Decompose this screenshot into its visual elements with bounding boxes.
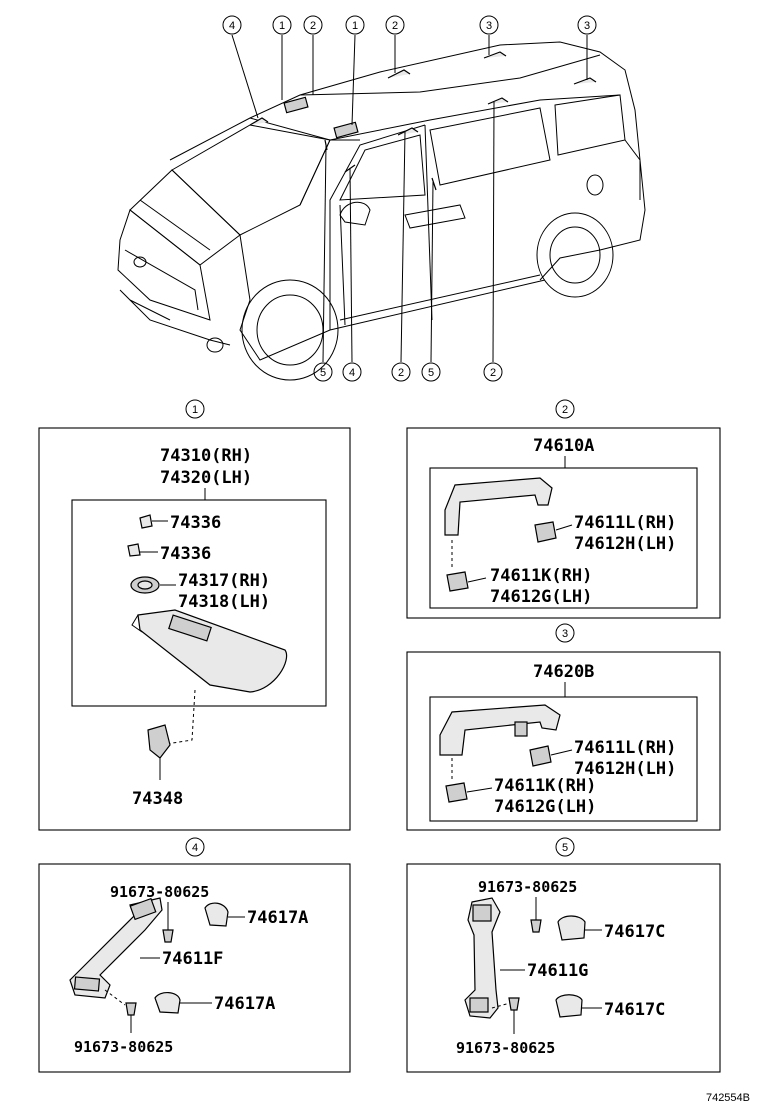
vehicle-callouts-top: 4 1 2 1 2 3 3 xyxy=(222,15,597,35)
sub-frame xyxy=(429,696,698,822)
callout-marker: 5 xyxy=(313,362,333,382)
part-number: 74318(LH) xyxy=(178,592,270,612)
section-4-grip: 4 91673-80625 74617A 74611F 74617A 91673… xyxy=(38,837,351,1073)
cap-icon xyxy=(446,571,469,592)
callout-marker: 2 xyxy=(483,362,503,382)
svg-text:1: 1 xyxy=(279,20,285,32)
sub-frame xyxy=(429,467,698,609)
cap-icon xyxy=(445,782,468,803)
part-number: 74620B xyxy=(533,662,594,682)
svg-text:5: 5 xyxy=(320,367,326,379)
section-marker: 3 xyxy=(555,623,575,643)
section-frame xyxy=(38,427,351,831)
section-2-assist-grip: 2 74610A 74611L(RH) 74612H(LH) 74611K(RH… xyxy=(406,399,721,619)
cover-icon xyxy=(154,992,181,1014)
svg-text:2: 2 xyxy=(392,20,398,32)
part-number: 91673-80625 xyxy=(74,1038,173,1056)
section-marker: 5 xyxy=(555,837,575,857)
callout-marker: 2 xyxy=(385,15,405,35)
section-frame xyxy=(406,651,721,831)
part-number: 91673-80625 xyxy=(478,878,577,896)
section-marker: 1 xyxy=(185,399,205,419)
screw-icon xyxy=(125,1002,137,1016)
sun-visor-icon xyxy=(137,609,288,693)
clip-icon xyxy=(127,543,141,557)
screw-icon xyxy=(162,929,174,943)
section-frame xyxy=(406,427,721,619)
svg-text:2: 2 xyxy=(490,367,496,379)
svg-text:1: 1 xyxy=(352,20,358,32)
screw-icon xyxy=(508,997,520,1011)
sub-frame xyxy=(71,499,327,707)
cover-icon xyxy=(204,902,229,927)
callout-marker: 3 xyxy=(479,15,499,35)
part-number: 74336 xyxy=(160,544,211,564)
svg-text:5: 5 xyxy=(428,367,434,379)
part-number: 74348 xyxy=(132,789,183,809)
section-3-assist-grip: 3 74620B 74611L(RH) 74612H(LH) 74611K(RH… xyxy=(406,623,721,831)
vehicle-callouts-bottom: 5 4 2 5 2 xyxy=(313,362,503,382)
svg-text:3: 3 xyxy=(486,20,492,32)
clip-icon xyxy=(514,721,528,737)
bracket-icon xyxy=(147,724,171,759)
callout-marker: 4 xyxy=(342,362,362,382)
part-number: 74612H(LH) xyxy=(574,534,676,554)
part-number: 74310(RH) xyxy=(160,446,252,466)
part-number: 74612H(LH) xyxy=(574,759,676,779)
grip-handle-icon xyxy=(444,477,553,536)
part-number: 74611K(RH) xyxy=(494,776,596,796)
vehicle-illustration xyxy=(117,34,646,381)
grip-handle-icon xyxy=(464,897,501,1019)
svg-text:2: 2 xyxy=(310,20,316,32)
callout-marker: 1 xyxy=(345,15,365,35)
grip-handle-icon xyxy=(439,704,561,756)
section-1-sun-visor: 1 74310(RH) 74320(LH) 74336 74336 74317(… xyxy=(38,399,351,831)
cap-icon xyxy=(534,521,557,543)
part-number: 91673-80625 xyxy=(110,883,209,901)
svg-text:3: 3 xyxy=(562,628,568,640)
section-marker: 4 xyxy=(185,837,205,857)
svg-text:3: 3 xyxy=(584,20,590,32)
svg-text:4: 4 xyxy=(229,20,235,32)
part-number: 74320(LH) xyxy=(160,468,252,488)
part-number: 74612G(LH) xyxy=(490,587,592,607)
part-number: 74617A xyxy=(214,994,275,1014)
callout-marker: 4 xyxy=(222,15,242,35)
section-frame xyxy=(38,863,351,1073)
part-number: 74611L(RH) xyxy=(574,513,676,533)
callout-marker: 2 xyxy=(391,362,411,382)
section-frame xyxy=(406,863,721,1073)
part-number: 74317(RH) xyxy=(178,571,270,591)
section-marker: 2 xyxy=(555,399,575,419)
part-number: 74611G xyxy=(527,961,588,981)
clip-icon xyxy=(139,514,153,529)
callout-marker: 2 xyxy=(303,15,323,35)
svg-text:2: 2 xyxy=(562,404,568,416)
callout-marker: 5 xyxy=(421,362,441,382)
part-number: 74617C xyxy=(604,1000,665,1020)
svg-text:4: 4 xyxy=(192,842,198,854)
part-number: 74617A xyxy=(247,908,308,928)
part-number: 74610A xyxy=(533,436,594,456)
part-number: 74617C xyxy=(604,922,665,942)
part-number: 74336 xyxy=(170,513,221,533)
svg-text:2: 2 xyxy=(398,367,404,379)
cover-icon xyxy=(557,915,586,941)
callout-marker: 1 xyxy=(272,15,292,35)
svg-text:1: 1 xyxy=(192,404,198,416)
figure-id: 742554B xyxy=(706,1092,750,1104)
screw-icon xyxy=(530,919,542,933)
cover-icon xyxy=(555,994,583,1018)
section-5-grip: 5 91673-80625 74617C 74611G 74617C 91673… xyxy=(406,837,721,1073)
cap-icon xyxy=(529,745,552,767)
part-number: 74611L(RH) xyxy=(574,738,676,758)
part-number: 74612G(LH) xyxy=(494,797,596,817)
svg-text:5: 5 xyxy=(562,842,568,854)
callout-marker: 3 xyxy=(577,15,597,35)
svg-text:4: 4 xyxy=(349,367,355,379)
part-number: 91673-80625 xyxy=(456,1039,555,1057)
part-number: 74611K(RH) xyxy=(490,566,592,586)
part-number: 74611F xyxy=(162,949,223,969)
